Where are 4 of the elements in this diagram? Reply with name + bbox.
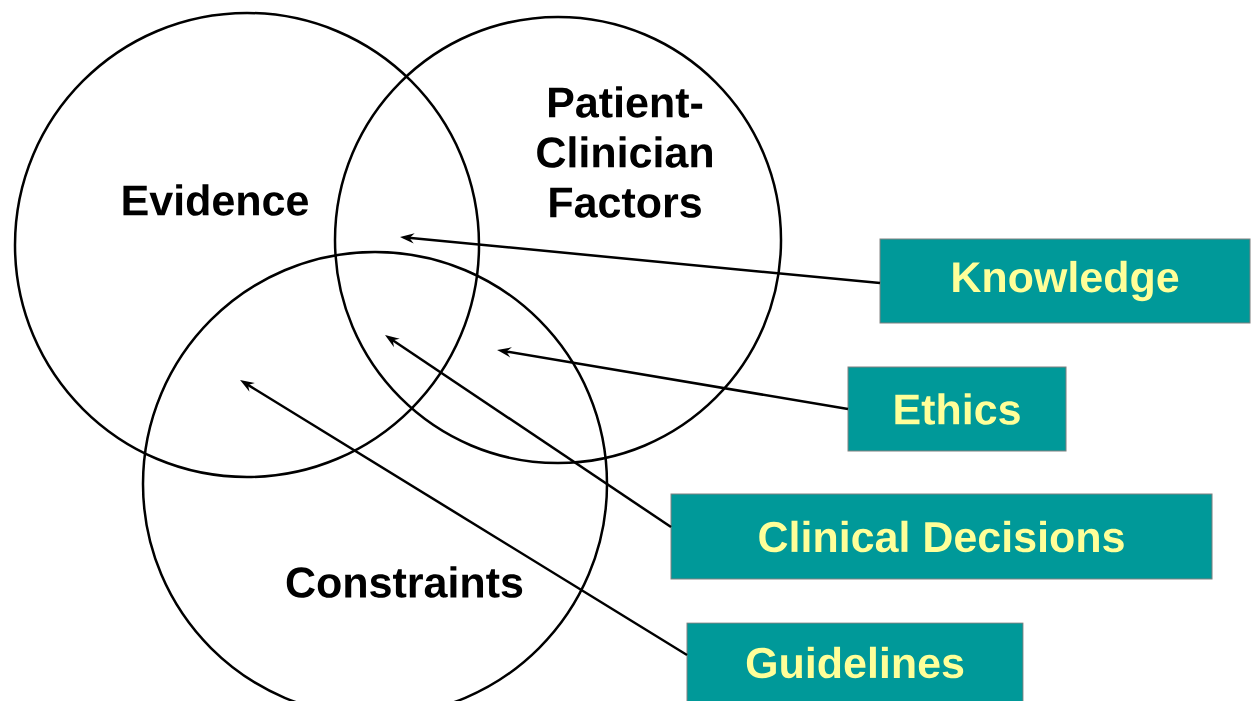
label-box: Clinical Decisions (670, 493, 1213, 580)
label-box: Ethics (847, 366, 1067, 452)
label-box: Guidelines (686, 622, 1024, 701)
label-box: Knowledge (879, 238, 1251, 324)
